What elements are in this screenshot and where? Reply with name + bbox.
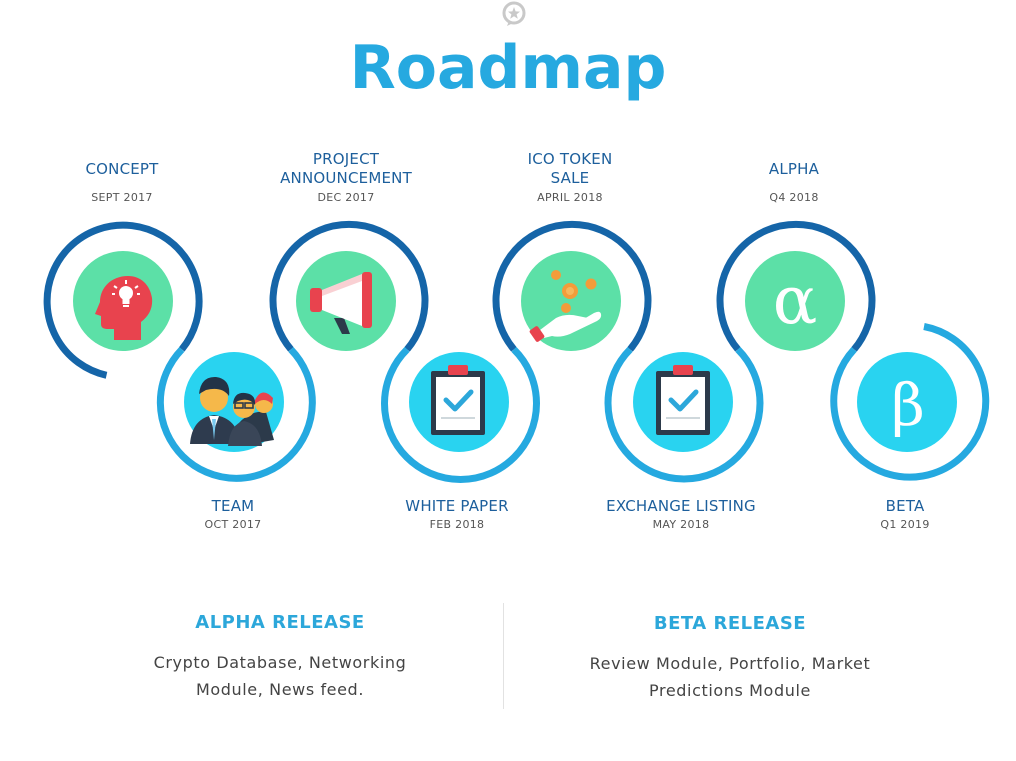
alpha-release-line2: Module, News feed. [195, 680, 365, 699]
ring-white-paper [381, 346, 540, 483]
ring-concept [43, 221, 203, 379]
milestone-exchange-date: MAY 2018 [652, 518, 710, 531]
ring-team [156, 346, 316, 482]
milestone-white-paper-date: FEB 2018 [429, 518, 485, 531]
milestone-team-date: OCT 2017 [204, 518, 262, 531]
milestone-beta-label: BETA [885, 497, 925, 515]
hand-coins-icon [529, 270, 602, 342]
milestone-ico-label: ICO TOKEN SALE [480, 150, 660, 188]
milestone-team-label: TEAM [211, 497, 255, 515]
milestone-project-label-line1: PROJECT [312, 150, 380, 168]
milestone-alpha-label: ALPHA [768, 160, 820, 178]
team-people-icon [190, 376, 274, 446]
ring-beta [830, 323, 990, 481]
milestone-ico-label-line2: SALE [550, 169, 590, 187]
milestone-ico-label-line1: ICO TOKEN [527, 150, 613, 168]
page-title: Roadmap [349, 33, 667, 103]
release-divider [503, 603, 504, 709]
alpha-release-description: Crypto Database, Networking Module, News… [100, 649, 460, 703]
milestone-ico-date: APRIL 2018 [537, 191, 603, 204]
alpha-release-title: ALPHA RELEASE [195, 612, 365, 633]
beta-release-description: Review Module, Portfolio, Market Predict… [550, 650, 910, 704]
clipboard-check-icon [656, 365, 710, 435]
milestone-project-label-line2: ANNOUNCEMENT [280, 169, 412, 187]
milestone-exchange-label: EXCHANGE LISTING [606, 497, 756, 515]
alpha-symbol-icon: α [773, 262, 818, 339]
beta-release-title: BETA RELEASE [653, 613, 807, 634]
beta-release-line2: Predictions Module [649, 681, 811, 700]
milestone-project-date: DEC 2017 [317, 191, 375, 204]
ring-exchange [604, 346, 764, 483]
alpha-release-line1: Crypto Database, Networking [153, 653, 407, 672]
milestone-beta-date: Q1 2019 [880, 518, 930, 531]
beta-release-line1: Review Module, Portfolio, Market [589, 654, 871, 673]
milestone-alpha-date: Q4 2018 [769, 191, 819, 204]
milestone-project-label: PROJECT ANNOUNCEMENT [256, 150, 436, 188]
milestone-concept-date: SEPT 2017 [91, 191, 153, 204]
badge-logo-icon [502, 1, 526, 26]
milestone-white-paper-label: WHITE PAPER [405, 497, 509, 515]
beta-symbol-icon: β [891, 371, 925, 439]
disc-alpha [745, 251, 845, 351]
clipboard-check-icon [431, 365, 485, 435]
ring-project [269, 220, 429, 352]
head-lightbulb-icon [95, 276, 153, 340]
megaphone-icon [310, 272, 372, 334]
ring-alpha [716, 220, 876, 352]
milestone-concept-label: CONCEPT [85, 160, 159, 178]
disc-beta [857, 352, 957, 452]
ring-ico [492, 220, 652, 352]
